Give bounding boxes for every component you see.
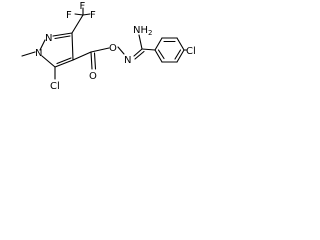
- bond-c3-cf3: [71, 14, 84, 34]
- bond-n1-c5: [41, 55, 56, 68]
- atom-f-left: F: [66, 10, 72, 21]
- bond-ph-inner-3: [157, 49, 165, 60]
- atom-o-carbonyl: O: [89, 71, 97, 82]
- bond-carbonyl-o-single: [90, 47, 110, 53]
- bond-c4-carbonyl: [72, 51, 92, 61]
- bond-c3-n2-double: [52, 32, 73, 37]
- atom-o-ester: O: [109, 43, 117, 54]
- bond-ph-6: [154, 49, 163, 63]
- atom-nh2-main: NH: [133, 25, 148, 36]
- atom-n1: N: [35, 48, 42, 59]
- bond-ph-3: [176, 37, 185, 51]
- bond-n-amidine-double-inner: [134, 50, 145, 60]
- bond-c5-c4-double: [54, 59, 74, 68]
- bond-carbonyl-o-double-inner: [93, 52, 97, 70]
- bond-n2-n1: [39, 39, 46, 51]
- atom-nh2-sub: 2: [148, 29, 152, 37]
- atom-n2: N: [45, 33, 52, 44]
- atom-f-right: F: [90, 10, 96, 21]
- bond-cf3-f-left: [74, 13, 84, 16]
- bond-cf3-f-right: [82, 13, 91, 16]
- atom-cl-pyrazole: Cl: [50, 81, 60, 92]
- atom-n-oxime: N: [124, 55, 131, 66]
- atom-f-top: F: [80, 1, 86, 12]
- bond-group: [21, 7, 188, 80]
- bond-n-amidine-double: [133, 48, 143, 57]
- atom-cl-phenyl: Cl: [186, 46, 196, 57]
- bond-carbonyl-o-double: [90, 51, 93, 70]
- structure-drawing: F F F N N Cl O O N NH2 Cl: [21, 1, 196, 92]
- molecule-diagram: F F F N N Cl O O N NH2 Cl: [0, 0, 196, 101]
- bond-amidine-nh2: [138, 34, 143, 50]
- bond-c4-c3: [71, 32, 74, 61]
- bond-o-n: [117, 46, 125, 55]
- bond-c5-c4-double-inner: [56, 57, 72, 65]
- atom-labels: F F F N N Cl O O N NH2 Cl: [35, 1, 196, 92]
- bond-ph-4: [176, 49, 185, 63]
- bond-n1-methyl: [21, 51, 36, 57]
- bond-ph-inner-2: [174, 49, 182, 60]
- bond-c3-n2-double-inner: [54, 35, 71, 40]
- atom-nh2: NH2: [133, 25, 152, 37]
- bond-ph-1: [154, 37, 163, 51]
- bond-amidine-phenyl: [141, 48, 156, 51]
